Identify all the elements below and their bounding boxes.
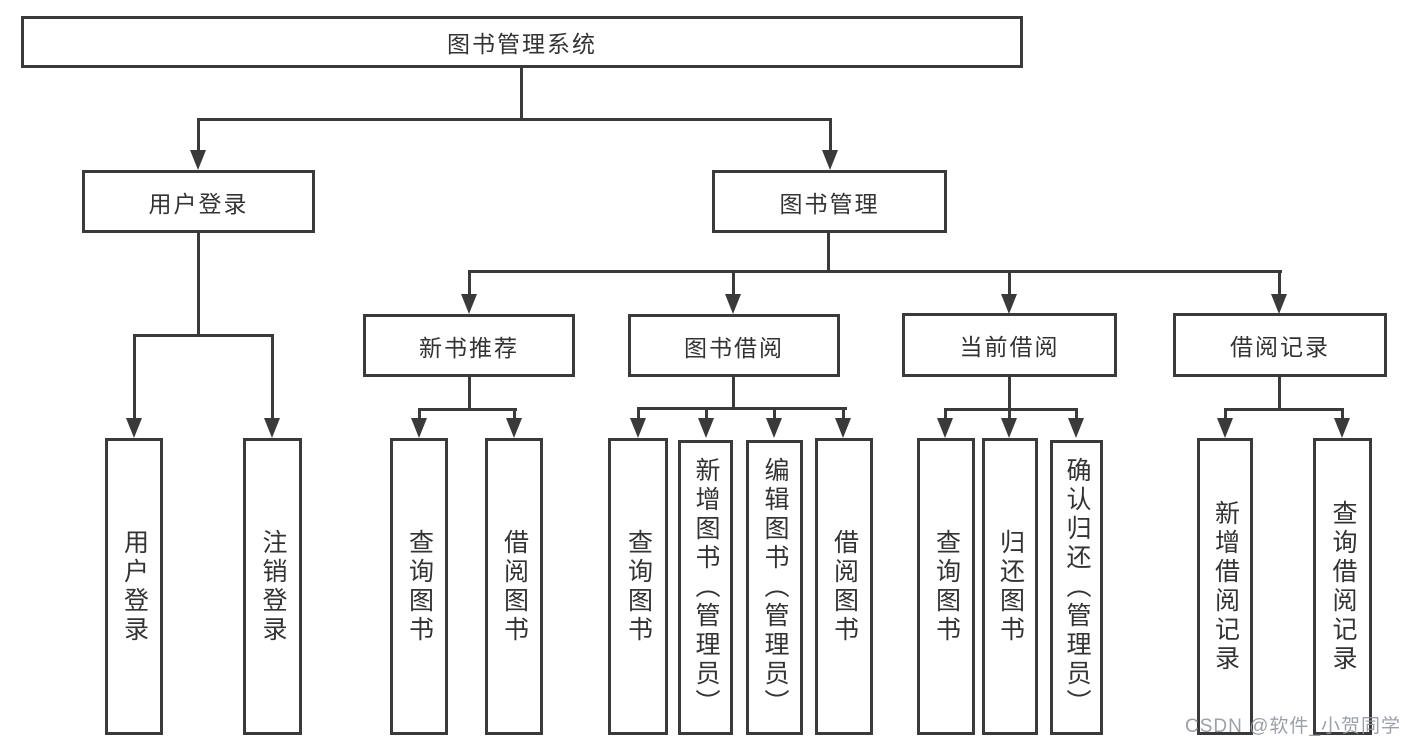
connector-line [732,377,735,410]
connector-line [133,334,136,418]
leaf-logout: 注销登录 [243,438,302,735]
leaf-add-borrow-record: 新增借阅记录 [1197,438,1253,735]
connector-line [944,408,947,418]
leaf-add-book-admin: 新增图书（管理员） [678,440,733,735]
connector-line [827,233,830,273]
arrow-down-icon [1271,294,1287,314]
connector-line [1278,377,1281,411]
node-user-login: 用户登录 [82,170,315,233]
connector-line [520,68,523,121]
arrow-down-icon [835,418,851,438]
arrow-down-icon [937,418,953,438]
arrow-down-icon [1217,418,1233,438]
connector-line [1224,408,1344,411]
connector-line [705,407,708,418]
connector-line [197,118,200,150]
connector-line [732,270,735,294]
connector-line [468,377,471,411]
connector-line [468,270,1282,273]
connector-line [271,334,274,418]
leaf-query-book-borrow: 查询图书 [608,438,668,735]
connector-line [468,270,471,294]
arrow-down-icon [461,294,477,314]
connector-line [1008,377,1011,411]
csdn-watermark: CSDN @软件_小贺同学 [1185,716,1401,737]
arrow-down-icon [725,294,741,314]
connector-line [418,408,517,411]
connector-line [1341,408,1344,418]
arrow-down-icon [1068,418,1084,438]
arrow-down-icon [630,418,646,438]
node-current-borrow: 当前借阅 [902,313,1117,377]
connector-line [1075,408,1078,418]
node-root-library-system: 图书管理系统 [21,16,1023,68]
arrow-down-icon [190,150,206,170]
node-book-borrow: 图书借阅 [628,314,840,377]
node-borrow-records: 借阅记录 [1173,313,1387,377]
connector-line [637,407,640,418]
leaf-return-book: 归还图书 [982,438,1038,735]
connector-line [1008,270,1011,294]
arrow-down-icon [1334,418,1350,438]
connector-line [829,118,832,150]
connector-line [637,407,847,410]
connector-line [513,408,516,418]
arrow-down-icon [411,418,427,438]
leaf-query-borrow-record: 查询借阅记录 [1313,438,1372,735]
connector-line [944,408,1078,411]
leaf-user-login: 用户登录 [105,438,163,735]
arrow-down-icon [1001,294,1017,314]
connector-line [197,233,200,337]
leaf-edit-book-admin: 编辑图书（管理员） [746,440,803,735]
arrow-down-icon [264,418,280,438]
connector-line [418,408,421,418]
leaf-query-book-recommend: 查询图书 [390,438,448,735]
arrow-down-icon [126,418,142,438]
node-book-management: 图书管理 [712,170,947,233]
leaf-query-book-current: 查询图书 [917,438,975,735]
arrow-down-icon [822,150,838,170]
arrow-down-icon [506,418,522,438]
arrow-down-icon [698,418,714,438]
connector-line [197,118,831,121]
connector-line [133,334,274,337]
node-new-book-recommend: 新书推荐 [363,314,575,377]
connector-line [773,407,776,418]
connector-line [842,407,845,418]
leaf-borrow-book: 借阅图书 [815,438,873,735]
connector-line [1008,408,1011,418]
leaf-borrow-book-recommend: 借阅图书 [485,438,543,735]
connector-line [1278,270,1281,294]
arrow-down-icon [1001,418,1017,438]
leaf-confirm-return-admin: 确认归还（管理员） [1050,440,1103,735]
connector-line [1224,408,1227,418]
arrow-down-icon [766,418,782,438]
